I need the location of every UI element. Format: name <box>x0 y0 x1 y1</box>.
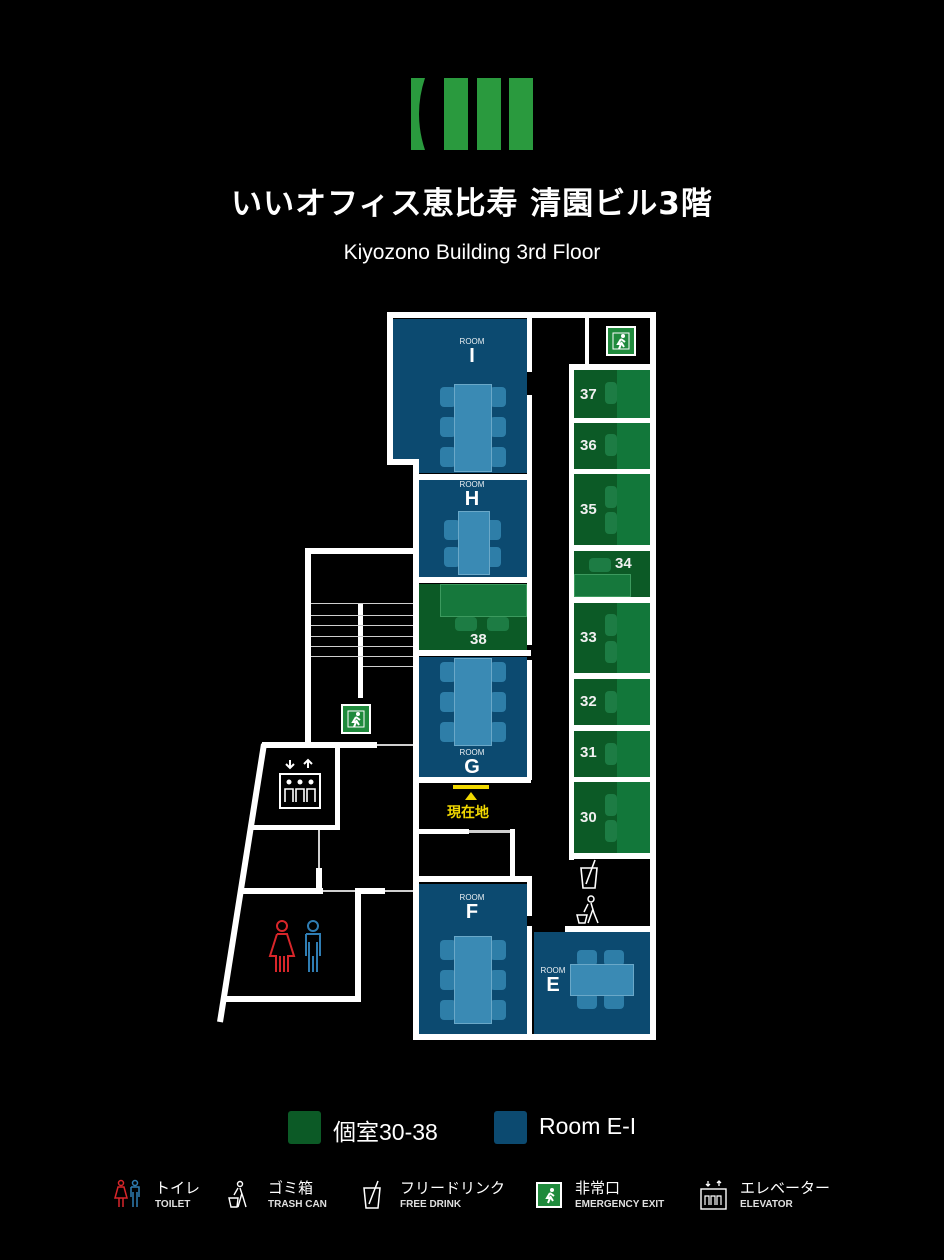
room-f-tag: ROOM <box>459 893 485 902</box>
emergency-exit-icon <box>341 704 371 734</box>
chair <box>440 447 456 467</box>
booth-number: 34 <box>615 555 632 572</box>
booth-number: 30 <box>580 809 597 826</box>
elevator-icon <box>279 758 321 809</box>
meeting-table <box>454 936 492 1024</box>
booth-number: 37 <box>580 386 597 403</box>
chair <box>490 722 506 742</box>
chair <box>490 662 506 682</box>
emergency-exit-icon <box>606 326 636 356</box>
booth-number: 35 <box>580 501 597 518</box>
chair <box>490 1000 506 1020</box>
room-g-letter: G <box>464 756 480 778</box>
booth-number: 33 <box>580 629 597 646</box>
room-e-letter: E <box>546 974 560 996</box>
key-label-ja: フリードリンク <box>400 1179 506 1197</box>
room-i-tag: ROOM <box>459 337 485 346</box>
triangle-up-icon <box>465 792 477 800</box>
logo-bar <box>444 78 468 150</box>
chair <box>455 617 477 631</box>
chair <box>440 417 456 437</box>
chair <box>444 547 460 567</box>
chair <box>440 940 456 960</box>
legend-label-rooms: Room E-I <box>539 1113 637 1139</box>
room-h-letter: H <box>464 488 480 510</box>
chair <box>490 940 506 960</box>
logo-bar <box>477 78 501 150</box>
key-label-ja: 非常口 <box>575 1179 621 1197</box>
chair <box>490 447 506 467</box>
key-label-en: EMERGENCY EXIT <box>575 1199 665 1210</box>
key-label-ja: トイレ <box>155 1179 201 1197</box>
logo-curve <box>419 78 435 150</box>
legend-swatch-rooms <box>494 1111 527 1144</box>
emergency-exit-icon <box>536 1182 562 1208</box>
chair <box>577 950 597 966</box>
key-label-en: TOILET <box>155 1199 191 1210</box>
meeting-table <box>570 964 634 996</box>
key-label-en: TRASH CAN <box>268 1199 327 1210</box>
chair <box>604 993 624 1009</box>
key-label-en: ELEVATOR <box>740 1199 793 1210</box>
key-label-ja: ゴミ箱 <box>268 1179 314 1197</box>
chair <box>577 993 597 1009</box>
chair <box>440 387 456 407</box>
chair <box>440 970 456 990</box>
male-toilet-icon <box>305 920 321 972</box>
room-f-letter: F <box>465 901 479 923</box>
trash-can-icon <box>228 1180 247 1208</box>
toilet-icon <box>114 1179 140 1207</box>
key-label-en: FREE DRINK <box>400 1199 462 1210</box>
legend-swatch-private <box>288 1111 321 1144</box>
logo-bar <box>509 78 533 150</box>
chair <box>487 617 509 631</box>
meeting-table <box>454 658 492 746</box>
chair <box>490 970 506 990</box>
chair <box>440 722 456 742</box>
chair <box>440 1000 456 1020</box>
booth-desk <box>440 584 527 617</box>
trash-can-icon <box>576 895 599 924</box>
meeting-table <box>454 384 492 472</box>
room-g-tag: ROOM <box>459 748 485 757</box>
free-drink-icon <box>580 859 598 889</box>
chair <box>440 692 456 712</box>
meeting-table <box>458 511 490 575</box>
room-i-letter: I <box>469 345 475 367</box>
chair <box>490 692 506 712</box>
page-subtitle: Kiyozono Building 3rd Floor <box>343 241 601 264</box>
current-location-label: 現在地 <box>447 805 489 821</box>
booth-number: 38 <box>470 631 487 648</box>
brand-logo <box>411 78 533 150</box>
booth-number: 36 <box>580 437 597 454</box>
room-e-tag: ROOM <box>540 966 566 975</box>
page-title: いいオフィス恵比寿 清園ビル3階 <box>231 186 713 222</box>
free-drink-icon <box>363 1180 381 1209</box>
chair <box>490 387 506 407</box>
chair <box>604 950 624 966</box>
elevator-icon <box>700 1180 727 1210</box>
booth-number: 31 <box>580 744 597 761</box>
legend-label-private: 個室30-38 <box>333 1119 438 1145</box>
female-toilet-icon <box>268 920 296 972</box>
chair <box>440 662 456 682</box>
room-h-tag: ROOM <box>459 480 485 489</box>
current-location-marker <box>453 785 489 789</box>
chair <box>490 417 506 437</box>
chair <box>444 520 460 540</box>
slanted-wall <box>217 743 267 1023</box>
booth-number: 32 <box>580 693 597 710</box>
key-label-ja: エレベーター <box>740 1179 831 1197</box>
